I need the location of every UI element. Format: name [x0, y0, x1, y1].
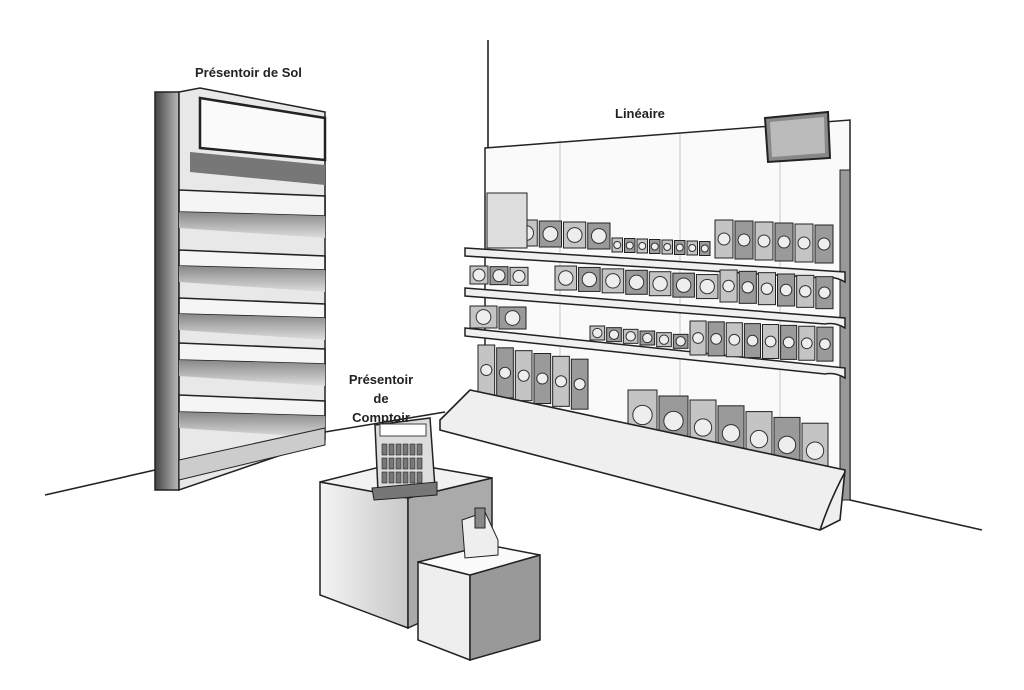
counter-display-unit	[371, 417, 499, 559]
counter-product	[388, 457, 395, 470]
counter-product	[402, 457, 409, 470]
product-box-label	[512, 269, 526, 283]
linear-gondola	[439, 110, 851, 531]
product-box-label	[722, 279, 735, 293]
counter-product	[388, 471, 395, 484]
product-box-label	[613, 241, 622, 249]
counter-product	[416, 471, 423, 484]
product-stack	[486, 192, 528, 249]
label-counter-display: Présentoir de Comptoir	[340, 370, 422, 427]
product-box-label	[590, 228, 607, 244]
product-box-label	[581, 271, 598, 288]
product-box-label	[717, 232, 731, 246]
counter-product	[395, 457, 402, 470]
label-linear-shelf: Linéaire	[615, 106, 665, 121]
counter-product	[416, 443, 423, 456]
product-box-label	[658, 334, 670, 345]
product-bag-label	[632, 404, 653, 426]
product-bag-label	[663, 410, 684, 432]
product-bag-label	[749, 429, 769, 449]
label-floor-display: Présentoir de Sol	[195, 65, 302, 80]
counter-product	[395, 443, 402, 456]
product-bag-label	[777, 435, 797, 455]
gondola-shelf	[464, 287, 846, 330]
product-box-label	[675, 336, 686, 347]
product-box-label	[692, 332, 704, 344]
wall-sign	[763, 110, 832, 164]
product-box-label	[799, 285, 812, 298]
counter-product	[409, 471, 416, 484]
product-box-label	[746, 334, 759, 347]
product-box-label	[605, 273, 621, 289]
product-box-label	[650, 242, 659, 251]
product-box-label	[741, 281, 754, 294]
counter-product	[381, 457, 388, 470]
product-box-label	[782, 336, 795, 349]
label-counter-display-line2: Comptoir	[352, 410, 410, 425]
product-box-label	[800, 337, 813, 350]
product-box-label	[817, 237, 831, 251]
product-box-label	[558, 270, 574, 286]
shelf-shadow	[179, 266, 325, 292]
product-box-label	[652, 276, 668, 292]
gondola-shelf	[464, 327, 846, 380]
counter-product	[388, 443, 395, 456]
product-box-label	[737, 233, 751, 247]
product-box-label	[760, 282, 774, 295]
product-box-label	[542, 226, 559, 242]
counter-product	[409, 457, 416, 470]
product-box-label	[628, 274, 645, 290]
product-box-label	[625, 331, 636, 342]
product-box-label	[764, 335, 777, 348]
product-box-label	[675, 243, 684, 252]
shelf-shadow	[179, 314, 325, 340]
product-bag-label	[573, 378, 586, 391]
product-box-label	[566, 227, 583, 243]
product-bag-label	[498, 366, 512, 379]
product-box-label	[797, 236, 811, 250]
product-box-label	[472, 268, 486, 282]
product-bag-label	[721, 424, 741, 443]
product-bag-label	[480, 363, 493, 377]
product-box-label	[663, 243, 672, 251]
product-box-label	[625, 241, 634, 250]
product-box-label	[492, 269, 506, 283]
product-bag-label	[536, 372, 549, 385]
product-box-label	[779, 283, 793, 297]
product-box-label	[642, 332, 653, 344]
product-box-label	[475, 309, 492, 325]
product-box-label	[757, 234, 771, 248]
room-lines	[44, 40, 983, 531]
product-box-label	[675, 277, 692, 293]
shelf-shadow	[179, 360, 325, 386]
counter-product	[381, 471, 388, 484]
product-box-label	[819, 338, 831, 350]
product-box-label	[710, 333, 723, 345]
counter-product	[381, 443, 388, 456]
product-box-label	[728, 333, 741, 346]
product-box-label	[700, 244, 709, 253]
counter-product	[416, 457, 423, 470]
counter-product	[409, 443, 416, 456]
product-box-label	[818, 286, 831, 299]
label-counter-display-line1: Présentoir de	[348, 372, 414, 406]
product-bag-label	[554, 375, 568, 388]
product-box-label	[688, 244, 697, 252]
product-bag-label	[693, 418, 713, 437]
product-box-label	[504, 310, 521, 326]
shelf-shadow	[179, 212, 325, 238]
floor-display-unit	[154, 87, 327, 492]
counter-product	[402, 471, 409, 484]
product-bag-label	[517, 369, 530, 382]
product-box-label	[608, 329, 620, 340]
product-bag-label	[805, 441, 825, 460]
product-box-label	[699, 278, 715, 295]
shelf-shadow	[179, 412, 325, 438]
product-box-label	[777, 235, 791, 249]
product-box-label	[638, 242, 647, 250]
counter-product	[395, 471, 402, 484]
product-box-label	[592, 327, 603, 339]
counter-product	[402, 443, 409, 456]
